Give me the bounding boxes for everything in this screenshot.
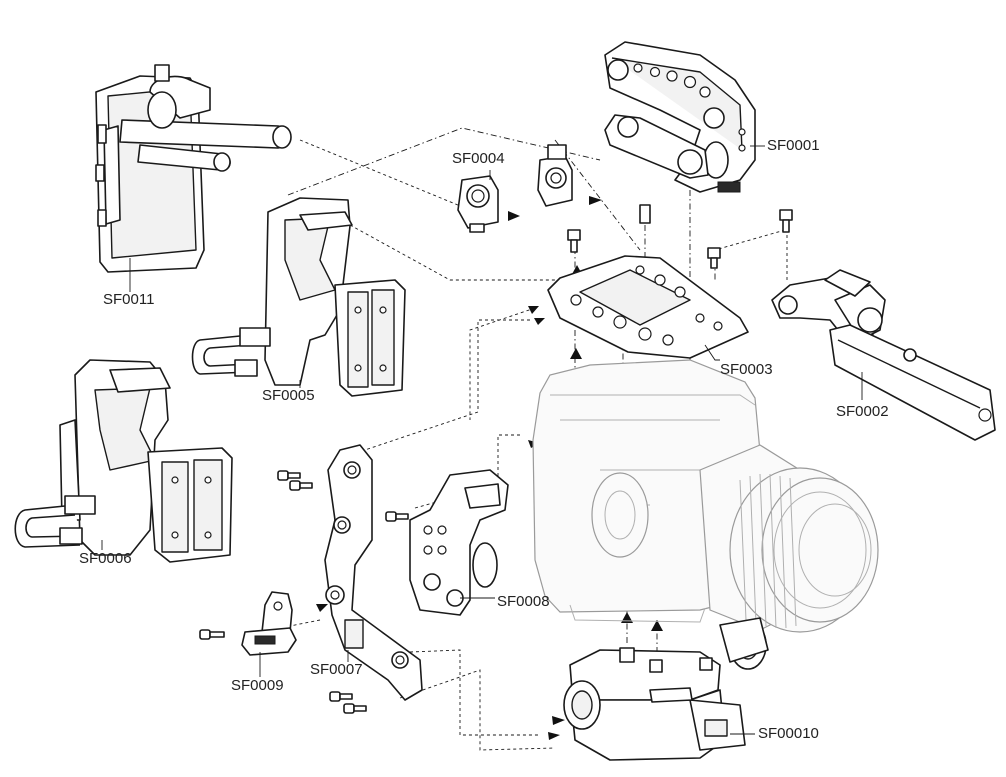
- label-sf0006: SF0006: [79, 550, 132, 567]
- sf0002-part: [771, 269, 996, 441]
- screw-group-upper-left: [277, 470, 313, 491]
- lens-grip-ridges: [739, 473, 797, 629]
- label-sf0001: SF0001: [767, 137, 820, 154]
- assembly-guide-lines: [269, 127, 788, 751]
- label-sf0003: SF0003: [720, 361, 773, 378]
- sf0008-part: [409, 469, 509, 616]
- sf00010-part: [563, 617, 769, 761]
- label-sf0005: SF0005: [262, 387, 315, 404]
- sf0007-part: [324, 444, 423, 701]
- sf0001-part: [604, 41, 756, 224]
- label-sf0009: SF0009: [231, 677, 284, 694]
- label-leaders: [101, 145, 863, 735]
- label-sf0007: SF0007: [310, 661, 363, 678]
- sf0011-part: [95, 64, 292, 273]
- sf0003-part: [547, 255, 749, 359]
- label-sf0002: SF0002: [836, 403, 889, 420]
- sf0005-part: [191, 197, 406, 397]
- label-sf0011: SF0011: [103, 291, 155, 308]
- left-screws: [199, 470, 409, 714]
- screw-sf0009: [199, 629, 225, 640]
- label-sf0008: SF0008: [497, 593, 550, 610]
- screw-group-lower-left: [329, 691, 367, 714]
- top-screws: [567, 209, 793, 269]
- camera-body-ghost: [532, 359, 879, 633]
- sf0004-part: [457, 144, 573, 233]
- sf0006-part: [14, 359, 233, 563]
- sf0009-part: [241, 591, 297, 656]
- label-sf0010: SF00010: [758, 725, 819, 742]
- label-sf0004: SF0004: [452, 150, 505, 167]
- screw-sf0008: [385, 511, 409, 522]
